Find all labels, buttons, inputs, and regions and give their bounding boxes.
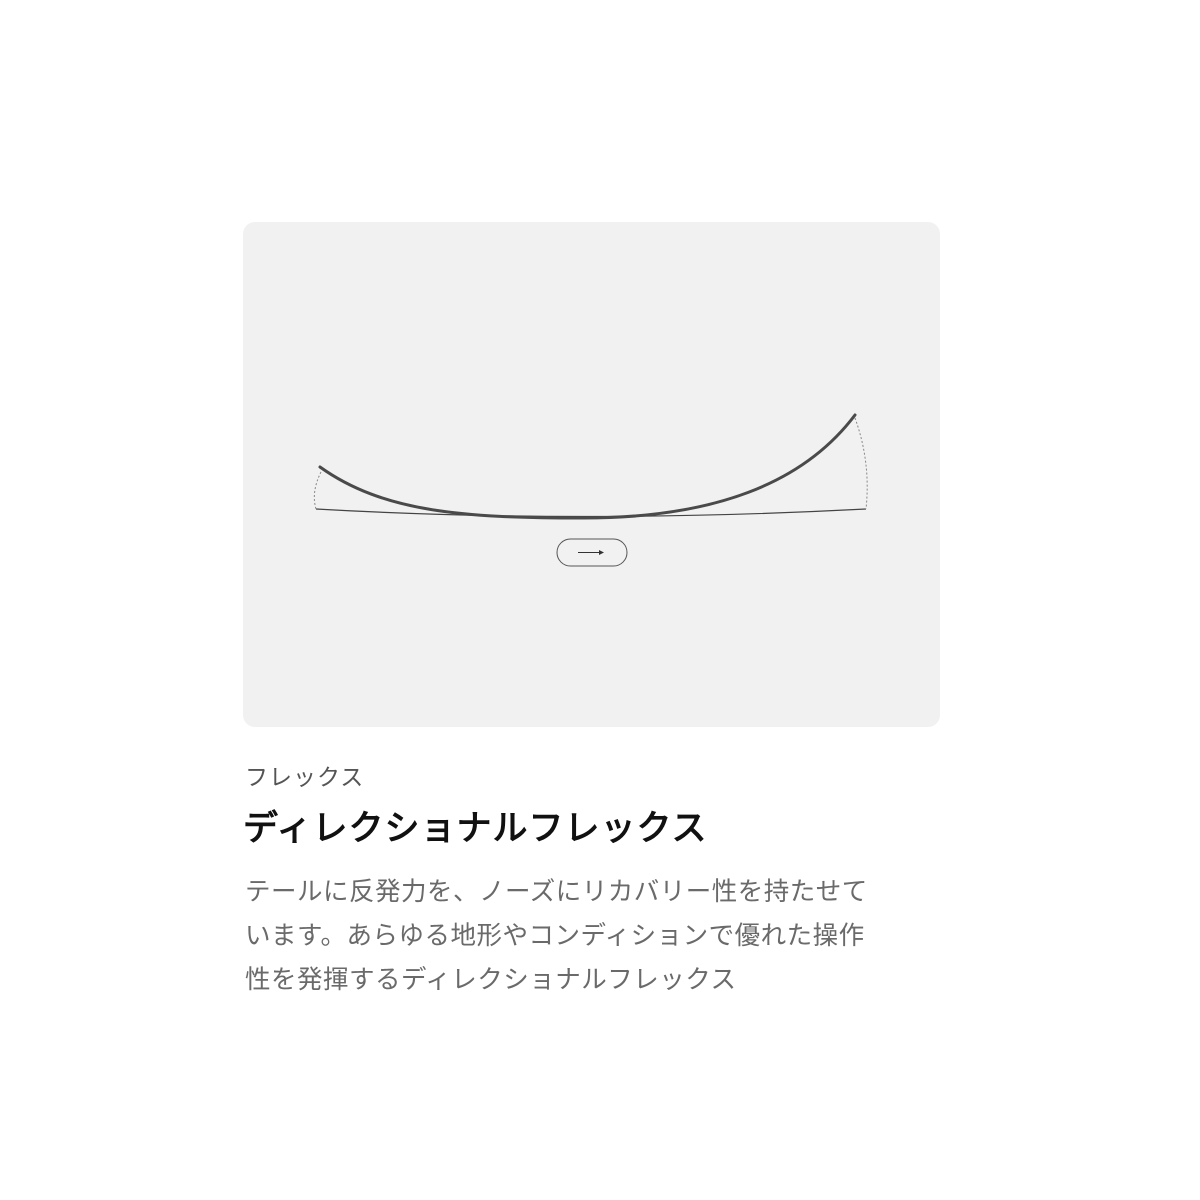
flex-illustration-card [243,222,940,727]
feature-title: ディレクショナルフレックス [243,809,708,849]
description-line: 性を発揮するディレクショナルフレックス [245,965,737,995]
direction-indicator [556,538,628,567]
description-line: テールに反発力を、ノーズにリカバリー性を持たせて [245,877,868,907]
category-label: フレックス [245,765,365,791]
nose-dashed-outline [854,417,868,510]
flex-profile-diagram [313,413,868,567]
description-line: います。あらゆる地形やコンディションで優れた操作 [245,921,865,951]
arrow-right-icon [578,550,604,555]
feature-description: テールに反発力を、ノーズにリカバリー性を持たせて います。あらゆる地形やコンディ… [245,870,935,1002]
tail-dashed-outline [313,471,322,510]
board-base-line [315,508,867,518]
board-flex-curve [318,413,857,520]
